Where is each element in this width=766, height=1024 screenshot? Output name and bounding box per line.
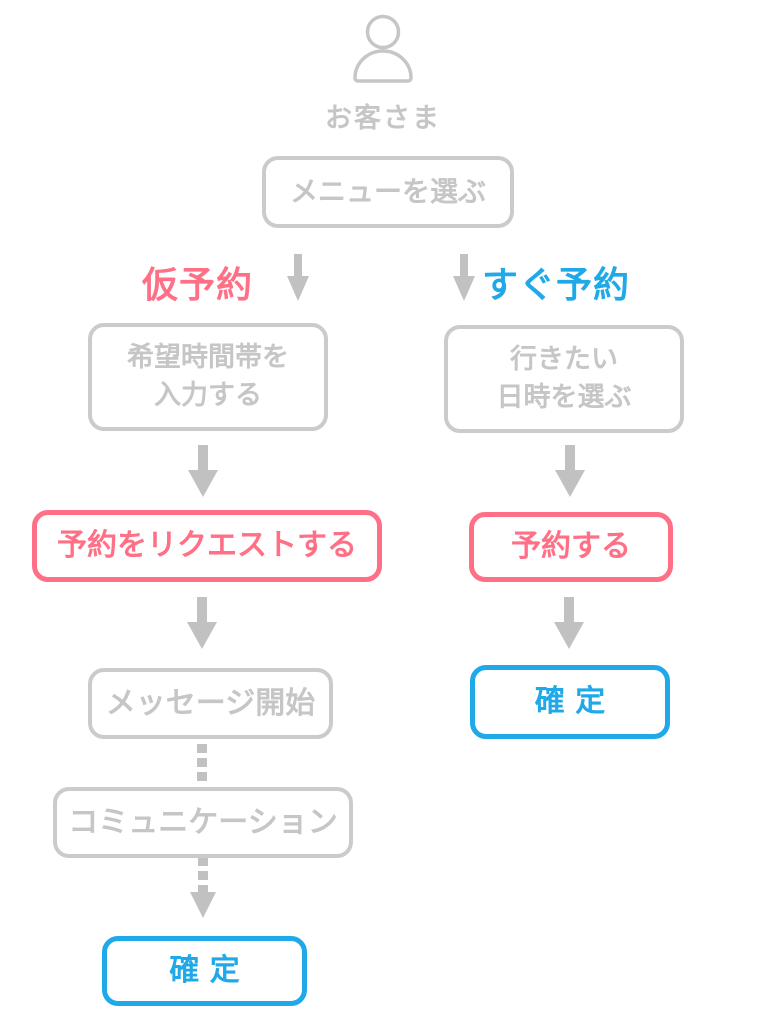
node-confirmed-left: 確 定 [102, 936, 307, 1006]
node-label-line: 行きたい [510, 344, 618, 376]
branch-label-instant: すぐ予約 [482, 265, 631, 306]
dashed-arrow-down-icon [190, 858, 216, 918]
node-label: 予約をリクエストする [57, 528, 357, 563]
person-icon [353, 14, 413, 83]
arrow-down-icon [187, 597, 217, 649]
node-label: 確 定 [534, 684, 606, 719]
node-communication: コミュニケーション [53, 787, 353, 858]
node-label: 予約する [511, 529, 631, 564]
arrow-down-icon [188, 445, 218, 497]
node-confirmed-right: 確 定 [470, 665, 670, 739]
node-label: メッセージ開始 [105, 685, 316, 721]
node-enter-desired-time: 希望時間帯を 入力する [88, 323, 328, 431]
node-label: 確 定 [169, 953, 240, 988]
node-reserve: 予約する [469, 512, 673, 582]
node-request-reservation: 予約をリクエストする [32, 510, 382, 582]
node-choose-menu: メニューを選ぶ [262, 156, 514, 228]
node-message-start: メッセージ開始 [88, 668, 333, 739]
branch-label-provisional: 仮予約 [142, 265, 254, 306]
node-label: コミュニケーション [68, 804, 338, 840]
arrow-down-icon [555, 445, 585, 497]
arrow-down-icon [287, 254, 309, 301]
actor-label: お客さま [325, 103, 441, 134]
node-label-line: 日時を選ぶ [496, 382, 632, 413]
node-label-line: 入力する [154, 380, 262, 411]
node-pick-datetime: 行きたい 日時を選ぶ [444, 325, 684, 433]
arrow-down-icon [554, 597, 584, 649]
node-label-line: 希望時間帯を [127, 342, 289, 374]
node-label: メニューを選ぶ [289, 175, 486, 209]
dashed-connector-icon [197, 744, 207, 781]
arrow-down-icon [453, 254, 475, 301]
